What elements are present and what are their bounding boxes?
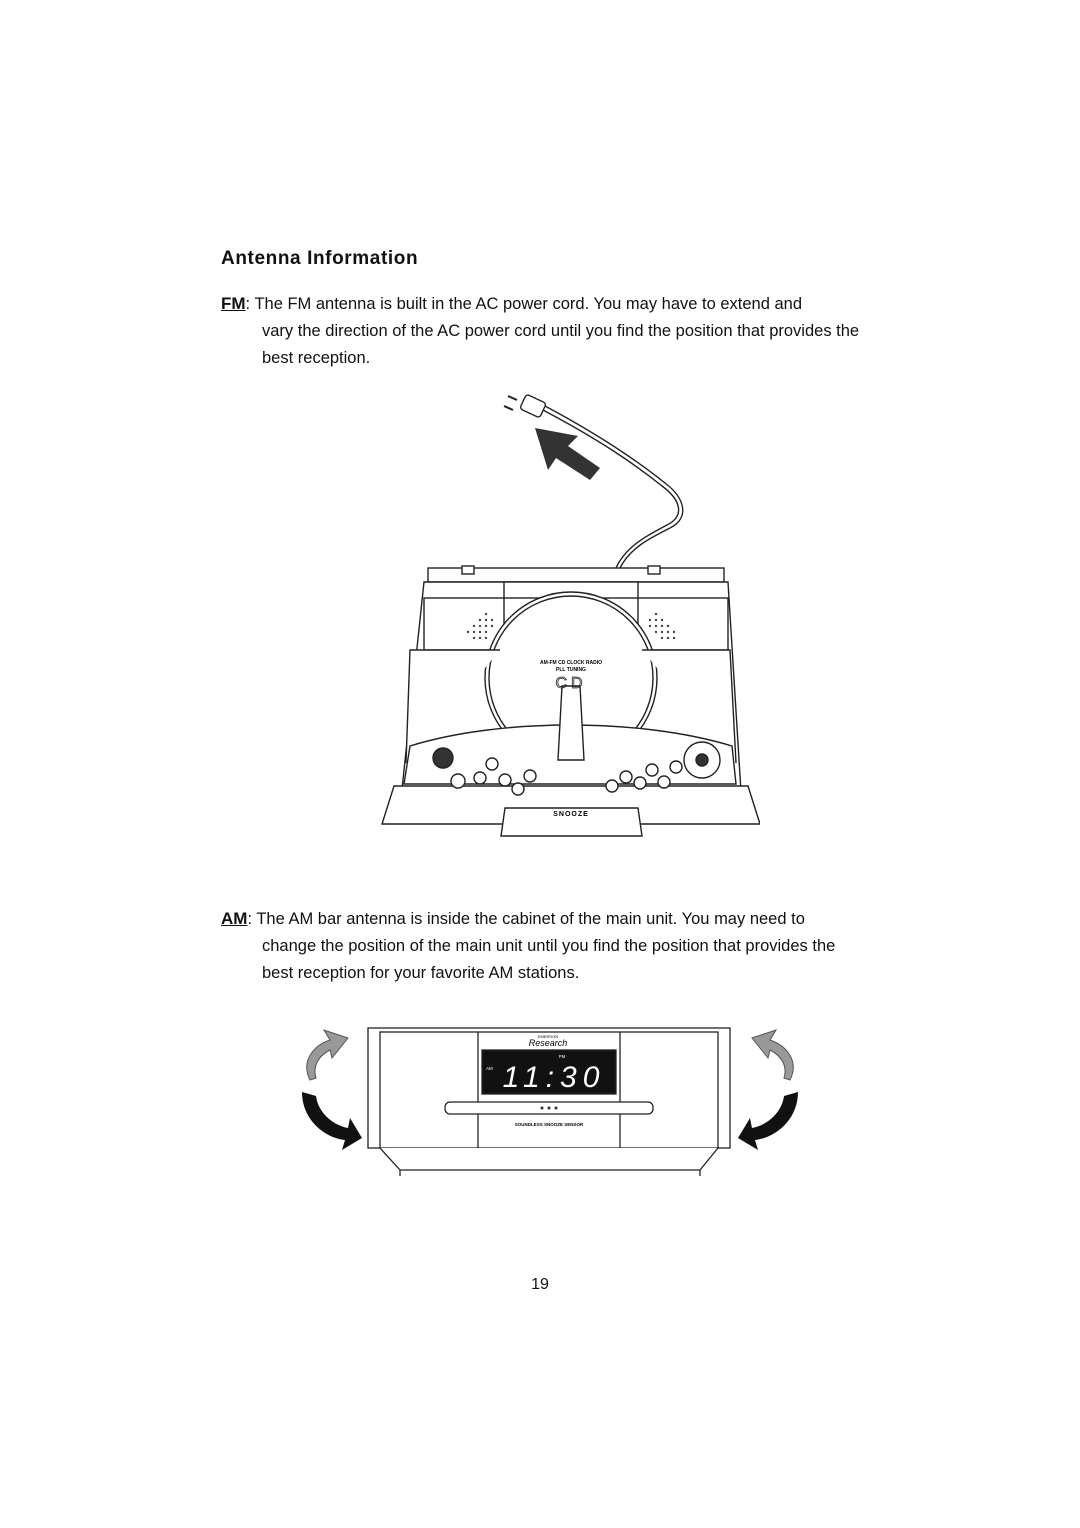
snooze-bar — [381, 785, 760, 825]
rotate-left-arrow-icon — [302, 1029, 362, 1150]
am-paragraph: AM: The AM bar antenna is inside the cab… — [221, 905, 871, 987]
led-display — [481, 1049, 617, 1095]
section-heading: Antenna Information — [221, 248, 419, 269]
fm-label: FM — [221, 294, 246, 313]
brand-logo: Research — [529, 1038, 568, 1048]
sleep-button — [432, 747, 454, 769]
radio-subtitle: PLL TUNING — [556, 667, 586, 673]
radio-title: AM-FM CD CLOCK RADIO — [540, 660, 602, 666]
pm-indicator: PM — [559, 1054, 566, 1059]
am-label: AM — [221, 909, 248, 928]
sensor-label: SOUNDLESS SNOOZE SENSOR — [515, 1122, 584, 1127]
fm-line-1: The FM antenna is built in the AC power … — [254, 295, 803, 313]
am-separator: : — [247, 910, 253, 928]
am-line-rest: change the position of the main unit unt… — [262, 937, 836, 982]
power-plug-icon — [519, 394, 547, 418]
radio-front-illustration: EMERSON Research PM AM 11:30 SOUNDLESS S… — [302, 1027, 798, 1176]
cd-logo: CD — [555, 675, 586, 692]
cd-radio-illustration: AM-FM CD CLOCK RADIO PLL TUNING CD SNOOZ… — [381, 394, 760, 837]
brand-small: EMERSON — [538, 1034, 558, 1039]
fm-separator: : — [245, 295, 251, 313]
am-indicator: AM — [486, 1066, 493, 1071]
snooze-label: SNOOZE — [553, 811, 589, 818]
page-number: 19 — [531, 1276, 549, 1293]
clock-time: 11:30 — [503, 1061, 606, 1094]
fm-paragraph: FM: The FM antenna is built in the AC po… — [221, 290, 871, 372]
am-line-1: The AM bar antenna is inside the cabinet… — [256, 910, 805, 928]
fm-line-rest: vary the direction of the AC power cord … — [262, 322, 860, 367]
direction-arrow-icon — [535, 428, 600, 480]
rotate-right-arrow-icon — [738, 1029, 798, 1150]
power-cord — [544, 405, 684, 569]
